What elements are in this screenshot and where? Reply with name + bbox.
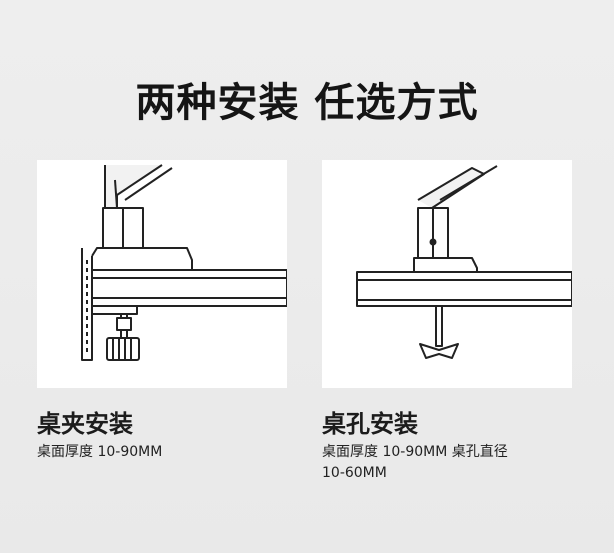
clamp-spec: 桌面厚度 10-90MM [37,444,163,460]
headline: 两种安装 任选方式 [135,80,479,126]
desk-clamp-illustration [37,160,287,388]
clamp-title: 桌夹安装 [37,410,133,438]
desk-clamp-drawing [81,164,287,361]
desk-hole-illustration [322,160,572,388]
desk-hole-drawing [356,165,572,359]
hole-spec-line2: 10-60MM [322,465,387,481]
hole-title: 桌孔安装 [322,410,418,438]
hole-spec-line1: 桌面厚度 10-90MM 桌孔直径 [322,444,508,460]
